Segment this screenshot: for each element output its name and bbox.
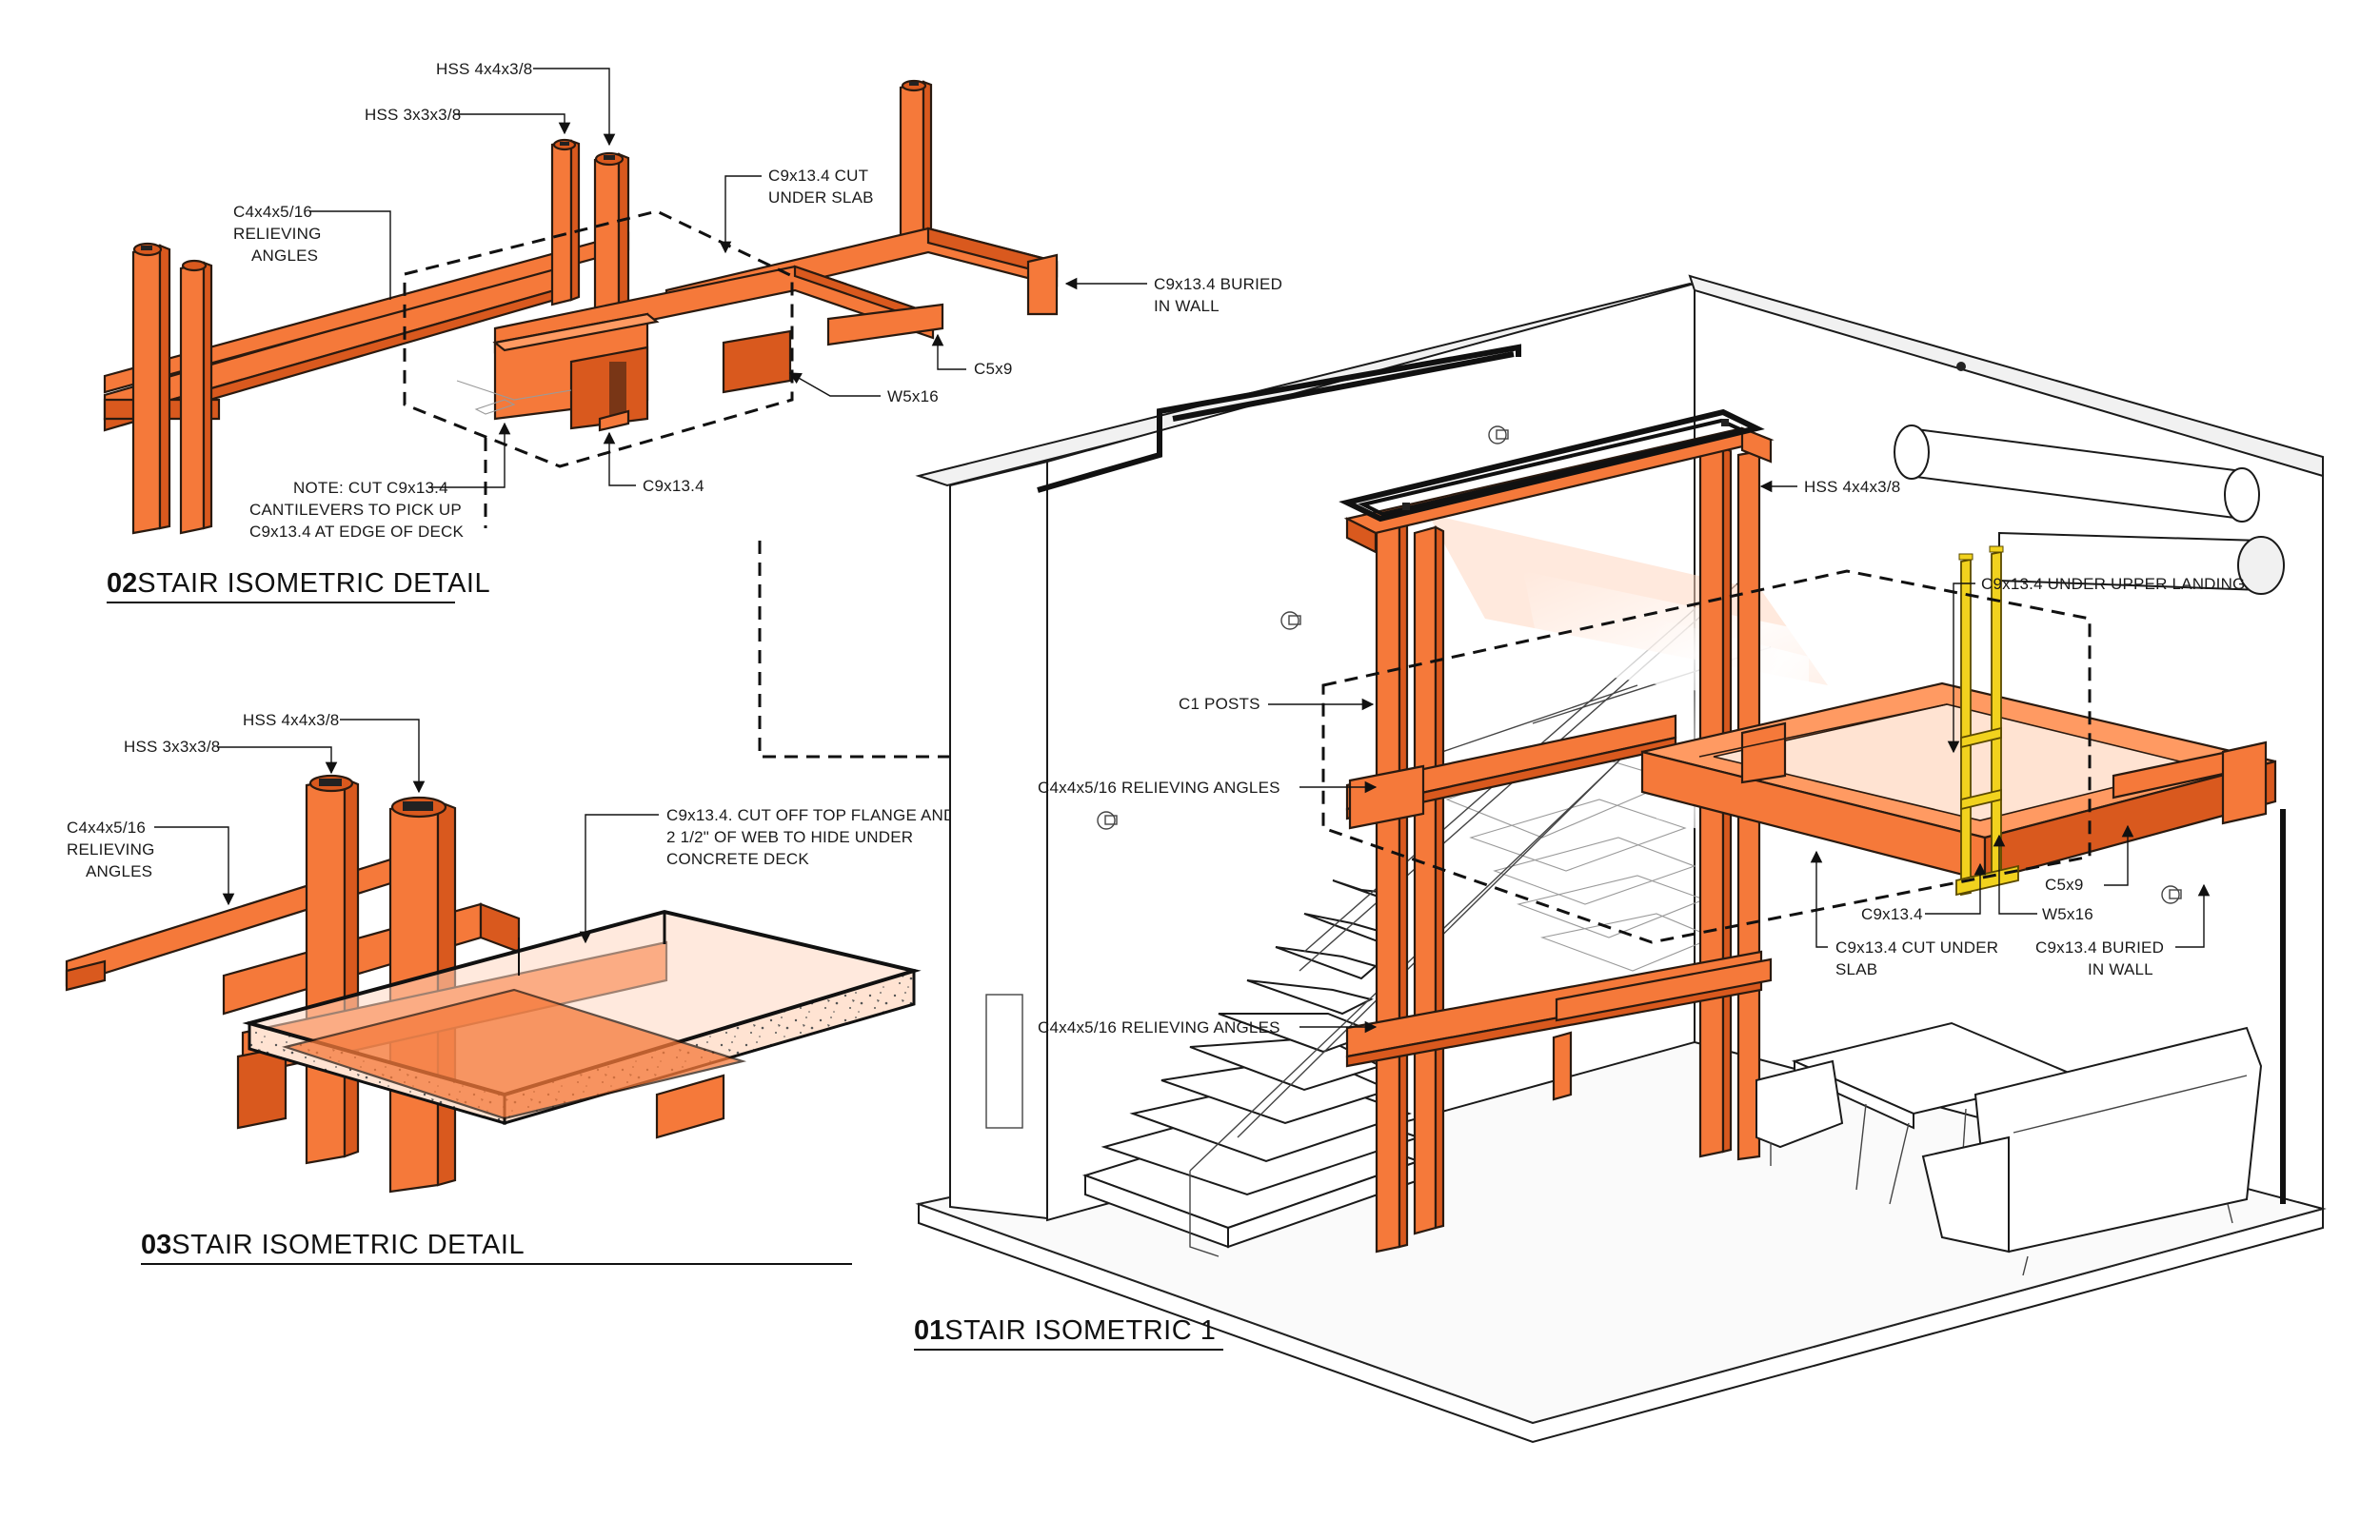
upper-landing-frame <box>1640 681 2277 882</box>
callout-c4x4-relieving-angles-low: C4x4x5/16 RELIEVING ANGLES <box>1038 1018 1378 1037</box>
callout-c1-posts: C1 POSTS <box>1179 695 1375 713</box>
svg-text:02STAIR ISOMETRIC DETAIL: 02STAIR ISOMETRIC DETAIL <box>107 568 490 599</box>
svg-text:ANGLES: ANGLES <box>251 247 318 265</box>
callout-c5x9: C5x9 <box>931 333 1013 378</box>
wall-sconce <box>1280 611 1301 630</box>
hss-post <box>179 259 213 535</box>
wall-panel <box>985 994 1023 1129</box>
svg-text:UNDER SLAB: UNDER SLAB <box>768 188 874 207</box>
callout-c9x13-cut-under-slab: C9x13.4 CUT UNDER SLAB <box>1810 850 1998 978</box>
svg-text:C9x13.4 BURIED: C9x13.4 BURIED <box>1154 275 1282 293</box>
view-title-01: 01STAIR ISOMETRIC 1 <box>914 1315 1223 1351</box>
view-title-03: 03STAIR ISOMETRIC DETAIL <box>141 1230 852 1265</box>
ceiling-duct <box>1894 424 2260 523</box>
callout-c9x13-cut-top-flange: C9x13.4. CUT OFF TOP FLANGE AND 2 1/2" O… <box>579 806 955 944</box>
svg-text:C9x13.4 AT EDGE OF DECK: C9x13.4 AT EDGE OF DECK <box>249 523 465 541</box>
hss-3x3-post <box>550 138 581 306</box>
callout-w5x16: W5x16 <box>788 372 939 405</box>
callout-note-cut-cantilevers: NOTE: CUT C9x13.4 CANTILEVERS TO PICK UP… <box>249 422 511 541</box>
wall-sconce <box>2161 885 2182 904</box>
view-title-02: 02STAIR ISOMETRIC DETAIL <box>107 568 490 603</box>
c1-post <box>1413 525 1445 1235</box>
svg-text:03STAIR ISOMETRIC DETAIL: 03STAIR ISOMETRIC DETAIL <box>141 1230 525 1260</box>
callout-c9x13-under-upper-landing: C9x13.4 UNDER UPPER LANDING <box>1947 575 2245 754</box>
callout-w5x16: W5x16 <box>1993 834 2093 923</box>
view-01-stair-isometric: HSS 4x4x3/8 C9x13.4 UNDER UPPER LANDING … <box>914 274 2327 1444</box>
svg-text:W5x16: W5x16 <box>887 387 939 405</box>
svg-text:CONCRETE DECK: CONCRETE DECK <box>666 850 809 868</box>
callout-c9x13-buried-in-wall: C9x13.4 BURIED IN WALL <box>1064 275 1282 315</box>
svg-text:2 1/2" OF WEB TO HIDE UNDER: 2 1/2" OF WEB TO HIDE UNDER <box>666 828 913 846</box>
svg-text:01STAIR ISOMETRIC 1: 01STAIR ISOMETRIC 1 <box>914 1315 1216 1346</box>
svg-text:C9x13.4 UNDER UPPER LANDING: C9x13.4 UNDER UPPER LANDING <box>1981 575 2245 593</box>
lower-frame-beam <box>1345 950 1773 1068</box>
callout-hss-4x4x3-8: HSS 4x4x3/8 <box>1759 478 1900 496</box>
callout-c9x13: C9x13.4 <box>1861 862 1987 923</box>
callout-hss-3x3x3-8: HSS 3x3x3/8 <box>365 106 571 135</box>
view-03-stair-isometric-detail: HSS 4x4x3/8 HSS 3x3x3/8 C4x4x5/16 RELIEV… <box>65 711 955 1265</box>
svg-text:C5x9: C5x9 <box>974 360 1013 378</box>
svg-text:C4x4x5/16: C4x4x5/16 <box>67 819 146 837</box>
c1-post <box>1552 1031 1573 1101</box>
hss-post <box>131 242 171 535</box>
callout-c4x4-relieving-angles-mid: C4x4x5/16 RELIEVING ANGLES <box>1038 779 1378 797</box>
svg-text:ANGLES: ANGLES <box>86 862 152 880</box>
svg-text:C4x4x5/16: C4x4x5/16 <box>233 203 312 221</box>
svg-text:CANTILEVERS TO PICK UP: CANTILEVERS TO PICK UP <box>249 501 462 519</box>
svg-text:C9x13.4: C9x13.4 <box>643 477 704 495</box>
svg-text:C5x9: C5x9 <box>2045 876 2084 894</box>
svg-text:IN WALL: IN WALL <box>2088 960 2153 978</box>
stair-treads <box>1081 879 1422 1249</box>
svg-text:IN WALL: IN WALL <box>1154 297 1220 315</box>
svg-text:C9x13.4 BURIED: C9x13.4 BURIED <box>2035 938 2164 957</box>
top-frame <box>1339 408 1775 554</box>
wall-sconce <box>1097 811 1118 830</box>
svg-text:C4x4x5/16 RELIEVING ANGLES: C4x4x5/16 RELIEVING ANGLES <box>1038 1018 1280 1037</box>
svg-text:C4x4x5/16 RELIEVING ANGLES: C4x4x5/16 RELIEVING ANGLES <box>1038 779 1280 797</box>
svg-text:HSS 3x3x3/8: HSS 3x3x3/8 <box>365 106 461 124</box>
svg-text:NOTE: CUT C9x13.4: NOTE: CUT C9x13.4 <box>293 479 448 497</box>
callout-c9x13: C9x13.4 <box>603 431 704 495</box>
callout-hss-3x3x3-8: HSS 3x3x3/8 <box>124 738 338 775</box>
svg-text:C9x13.4. CUT OFF TOP FLANGE AN: C9x13.4. CUT OFF TOP FLANGE AND <box>666 806 955 824</box>
svg-text:C9x13.4 CUT UNDER: C9x13.4 CUT UNDER <box>1835 938 1998 957</box>
yellow-guard-posts <box>1955 545 2019 897</box>
callout-c4x4-relieving-angles: C4x4x5/16 RELIEVING ANGLES <box>67 819 235 906</box>
callout-c9x13-buried-in-wall: C9x13.4 BURIED IN WALL <box>2035 883 2211 978</box>
svg-text:C1 POSTS: C1 POSTS <box>1179 695 1260 713</box>
svg-text:C9x13.4: C9x13.4 <box>1861 905 1923 923</box>
view-02-stair-isometric-detail: HSS 4x4x3/8 HSS 3x3x3/8 C4x4x5/16 RELIEV… <box>103 60 1282 603</box>
hss-post <box>899 79 933 246</box>
svg-text:C9x13.4 CUT: C9x13.4 CUT <box>768 167 868 185</box>
svg-text:RELIEVING: RELIEVING <box>233 225 322 243</box>
sofa <box>1921 1026 2263 1276</box>
callout-c4x4-relieving-angles: C4x4x5/16 RELIEVING ANGLES <box>233 203 391 300</box>
svg-text:SLAB: SLAB <box>1835 960 1877 978</box>
c1-post <box>1375 520 1409 1254</box>
svg-text:HSS 4x4x3/8: HSS 4x4x3/8 <box>243 711 339 729</box>
ceiling-duct <box>1998 531 2285 595</box>
callout-c5x9: C5x9 <box>2045 824 2134 894</box>
callout-hss-4x4x3-8: HSS 4x4x3/8 <box>243 711 426 794</box>
hss-4x4-post <box>593 151 630 312</box>
svg-text:W5x16: W5x16 <box>2042 905 2093 923</box>
bench <box>1755 1059 1844 1166</box>
svg-text:HSS 4x4x3/8: HSS 4x4x3/8 <box>1804 478 1900 496</box>
svg-text:HSS 4x4x3/8: HSS 4x4x3/8 <box>436 60 532 78</box>
wall-sconce <box>1488 425 1509 444</box>
callout-c9x13-cut-under-slab: C9x13.4 CUT UNDER SLAB <box>719 167 874 254</box>
hss-3x3-post <box>305 774 360 1165</box>
callout-hss-4x4x3-8: HSS 4x4x3/8 <box>436 60 616 147</box>
svg-text:RELIEVING: RELIEVING <box>67 840 155 859</box>
svg-text:HSS 3x3x3/8: HSS 3x3x3/8 <box>124 738 220 756</box>
